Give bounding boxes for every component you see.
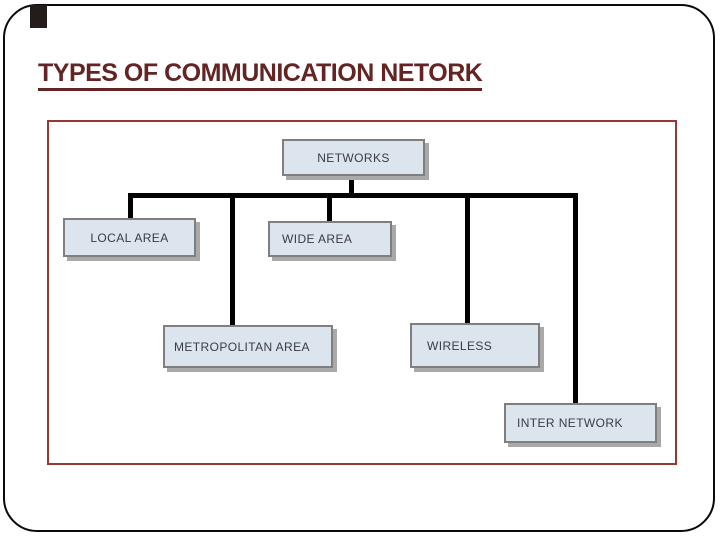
connector-metropolitan-area [230, 193, 235, 327]
page-title: TYPES OF COMMUNICATION NETORK [38, 59, 483, 91]
node-local-area: LOCAL AREA [63, 218, 196, 257]
connector-wide-area [327, 193, 332, 223]
corner-accent [30, 5, 47, 28]
page-title-text: TYPES OF COMMUNICATION NETORK [38, 60, 483, 91]
connector-root-stub [349, 176, 354, 195]
node-inter-network: INTER NETWORK [504, 403, 657, 443]
node-networks: NETWORKS [282, 139, 425, 176]
node-wireless: WIRELESS [410, 323, 540, 368]
node-metropolitan-area: METROPOLITAN AREA [163, 325, 333, 368]
node-wide-area: WIDE AREA [268, 221, 392, 257]
connector-wireless [465, 193, 470, 325]
connector-local-area [128, 193, 133, 220]
slide-border [3, 4, 715, 532]
connector-inter-network [573, 193, 578, 405]
connector-trunk [128, 193, 578, 198]
